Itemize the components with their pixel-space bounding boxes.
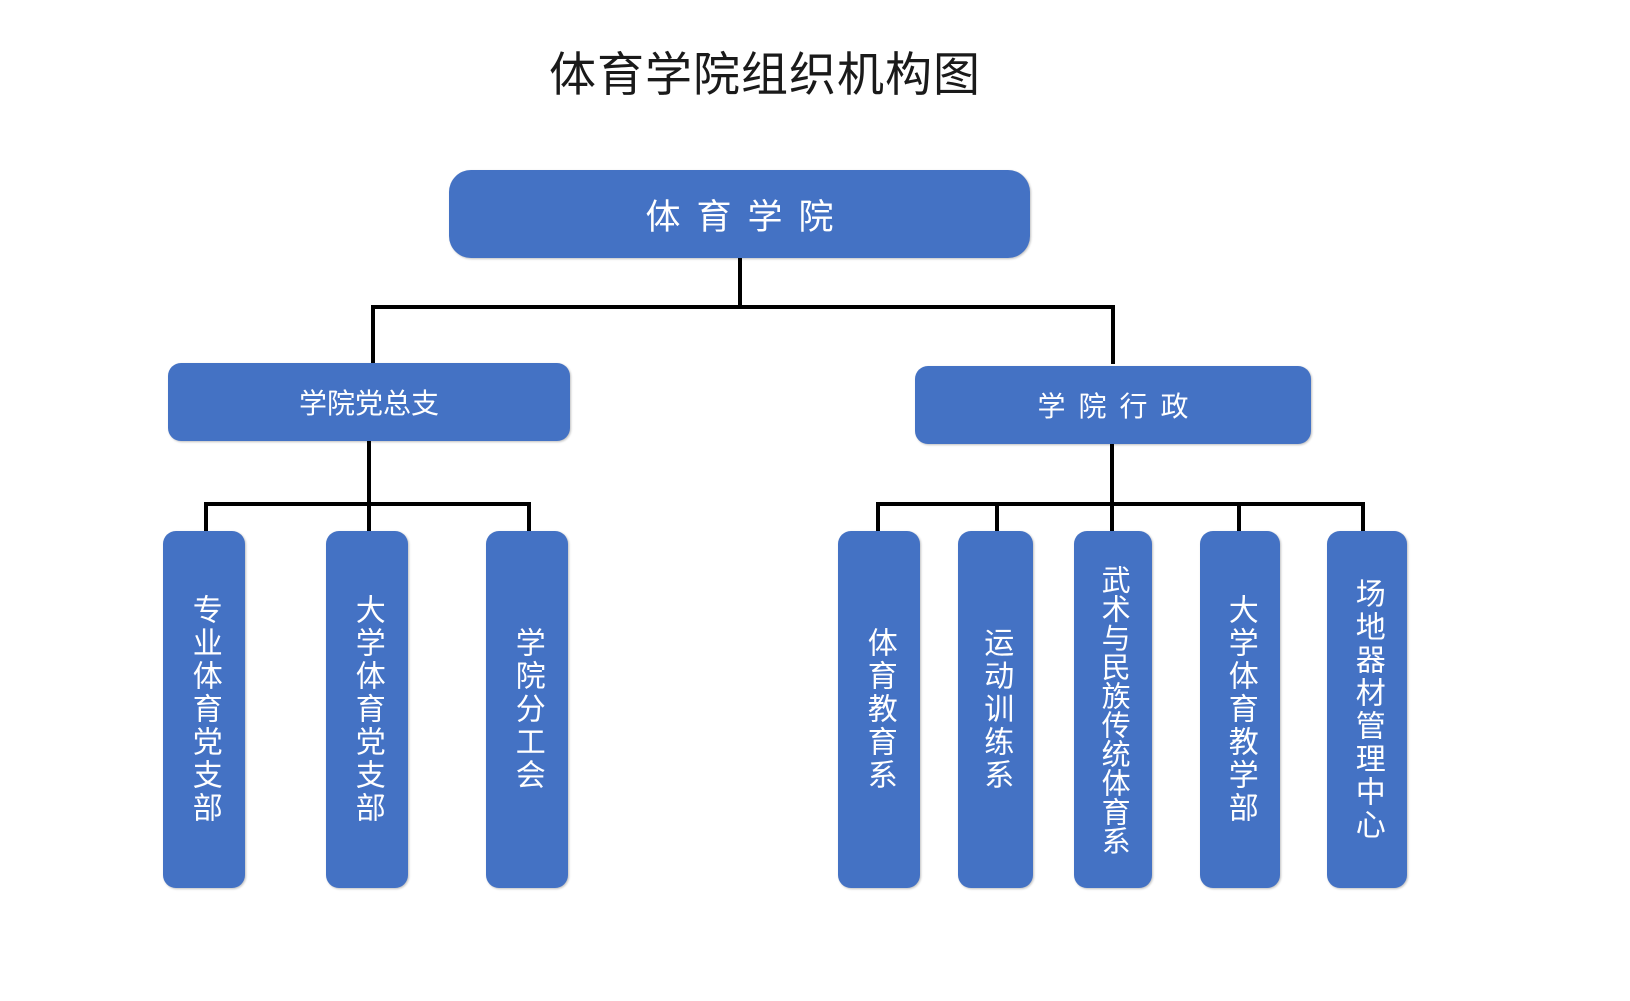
node-leaf-admin-1-label: 体育教育系 [862,627,896,792]
node-leaf-party-2-label: 大学体育党支部 [350,594,384,825]
node-leaf-party-1-label: 专业体育党支部 [187,594,221,825]
node-party-branch-label: 学院党总支 [298,388,439,419]
node-leaf-admin-4-label: 大学体育教学部 [1223,594,1257,825]
connector-party-drop-2 [367,502,371,532]
node-root[interactable]: 体育学院 [449,170,1030,258]
connector-admin-drop-3 [1110,502,1114,532]
connector-party-drop-3 [527,502,531,532]
connector-level1-bus [371,305,1115,309]
connector-admin-drop-1 [876,502,880,532]
node-leaf-admin-3-label: 武术与民族传统体育系 [1097,564,1130,855]
node-leaf-party-1[interactable]: 专业体育党支部 [163,531,245,888]
node-leaf-admin-2[interactable]: 运动训练系 [958,531,1033,888]
node-leaf-party-3[interactable]: 学院分工会 [486,531,568,888]
connector-admin-bus [876,502,1365,506]
node-leaf-party-3-label: 学院分工会 [510,627,544,792]
node-leaf-admin-2-label: 运动训练系 [979,627,1013,792]
connector-root-stem [738,258,742,308]
connector-party-drop-1 [204,502,208,532]
node-leaf-party-2[interactable]: 大学体育党支部 [326,531,408,888]
connector-admin-stem [1110,444,1114,505]
connector-admin-drop-4 [1237,502,1241,532]
node-root-label: 体育学院 [645,197,850,237]
connector-admin-drop-2 [995,502,999,532]
node-admin-branch[interactable]: 学院行政 [915,366,1311,444]
node-admin-branch-label: 学院行政 [1037,391,1202,422]
node-leaf-admin-4[interactable]: 大学体育教学部 [1200,531,1280,888]
node-leaf-admin-3[interactable]: 武术与民族传统体育系 [1074,531,1152,888]
node-leaf-admin-5[interactable]: 场地器材管理中心 [1327,531,1407,888]
node-party-branch[interactable]: 学院党总支 [168,363,570,441]
connector-drop-party [371,305,375,364]
node-leaf-admin-1[interactable]: 体育教育系 [838,531,920,888]
connector-party-stem [367,441,371,505]
node-leaf-admin-5-label: 场地器材管理中心 [1350,577,1384,842]
connector-drop-admin [1111,305,1115,364]
page-title: 体育学院组织机构图 [549,50,981,102]
connector-admin-drop-5 [1361,502,1365,532]
